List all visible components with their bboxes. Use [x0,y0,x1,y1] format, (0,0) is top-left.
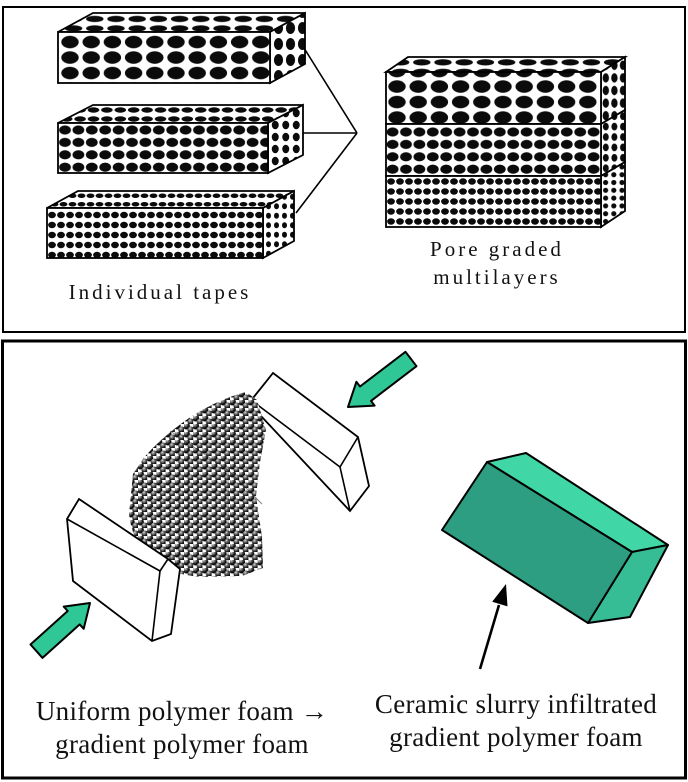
press-platen-upper-edge2 [339,436,359,468]
converge-line-top [303,47,358,134]
tape-small-front-face [46,207,264,259]
green-box-front-face [441,461,633,624]
converge-line-bottom [295,132,358,214]
uniform-foam-label-line2: gradient polymer foam [55,729,309,759]
foam-body [129,392,266,577]
compression-arrow-lower-icon [29,602,91,659]
press-platen-lower-edge3 [151,570,161,642]
pore-graded-label-line2: multilayers [433,265,561,289]
ceramic-slurry-label-line1: Ceramic slurry infiltrated [374,689,658,719]
compression-arrow-upper-icon [347,350,418,408]
ceramic-slurry-label-line2: gradient polymer foam [389,722,643,752]
pointer-arrow-head [492,584,508,607]
tape-large-pores [57,11,306,85]
tape-small-top-face [46,190,295,209]
gradient-polymer-foam [129,392,266,577]
tape-medium-front-face [57,122,269,174]
press-platen-upper-edge3 [339,466,351,512]
tape-medium-pores [57,103,304,175]
press-platen-lower-edge1 [66,518,161,572]
press-platen-upper-edge1 [254,402,341,468]
press-platen-lower-edge2 [159,558,169,572]
pore-graded-label-line1: Pore graded [430,237,564,261]
press-platen-lower [66,497,181,643]
stack-layer-small [385,175,602,228]
infiltrated-foam-block [441,452,669,624]
uniform-foam-label: Uniform polymer foam → gradient polymer … [8,695,356,761]
stack-top-face [383,56,629,73]
uniform-foam-label-line1: Uniform polymer foam → [35,696,329,726]
tape-medium-top-face [57,104,304,124]
pore-graded-multilayer-stack [383,55,629,229]
individual-tapes-label: Individual tapes [68,280,252,304]
stack-layer-medium [385,123,602,177]
pore-graded-label: Pore graded multilayers [377,235,617,291]
foam-facet-edges [169,430,263,576]
ceramic-slurry-label: Ceramic slurry infiltrated gradient poly… [350,688,682,754]
pointer-arrow-icon [478,584,508,670]
pointer-arrow-shaft [478,604,501,670]
assembly-converging-lines [295,47,358,214]
stack-layer-large [385,71,602,125]
tape-small-pores [46,189,295,260]
tape-large-front-face [57,31,271,84]
tape-large-top-face [57,12,306,33]
